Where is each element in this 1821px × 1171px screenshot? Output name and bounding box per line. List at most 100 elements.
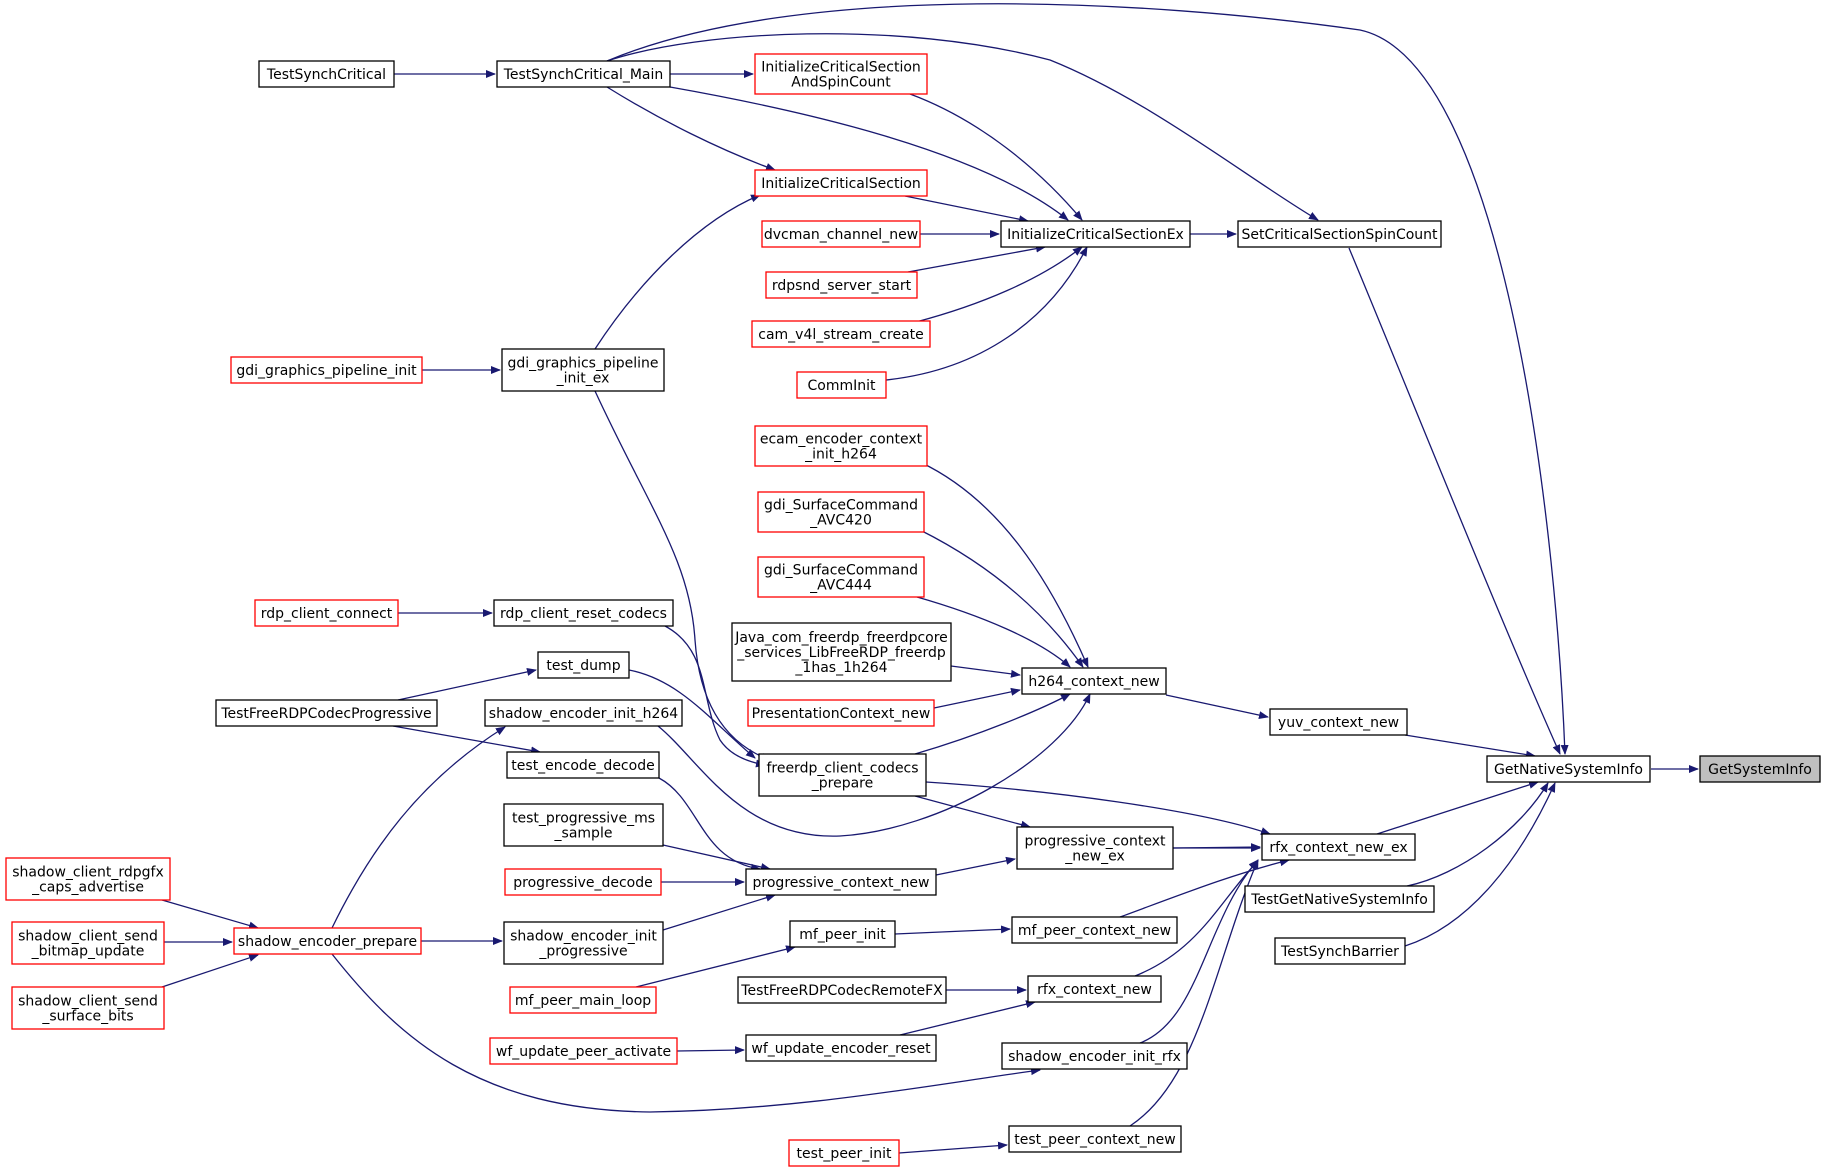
node-wf-update-encoder-reset[interactable]: wf_update_encoder_reset (745, 1034, 937, 1062)
node-testsynchcritical-main[interactable]: TestSynchCritical_Main (496, 60, 671, 88)
edge-rfx-ex-getnativesysteminfo (1376, 780, 1539, 835)
node-yuv-context-new[interactable]: yuv_context_new (1269, 708, 1408, 736)
node-box (506, 751, 660, 779)
node-testfreerdpcodecprogressive[interactable]: TestFreeRDPCodecProgressive (215, 699, 438, 727)
node-box (737, 976, 947, 1004)
node-testgetnativesysteminfo[interactable]: TestGetNativeSystemInfo (1244, 885, 1435, 913)
node-progressive-decode[interactable]: progressive_decode (504, 868, 662, 896)
node-label: _sample (554, 826, 613, 842)
edge-testfreerdp-progressive-test-dump (397, 668, 537, 701)
edge-mf-peer-main-loop-mf-peer-init (635, 945, 796, 988)
node-label: shadow_encoder_prepare (238, 934, 417, 950)
node-testfreerdpcodecremotefx[interactable]: TestFreeRDPCodecRemoteFX (737, 976, 947, 1004)
node-getnativesysteminfo[interactable]: GetNativeSystemInfo (1486, 755, 1651, 783)
node-rdpsnd-server-start[interactable]: rdpsnd_server_start (765, 271, 918, 299)
node-test-peer-context-new[interactable]: test_peer_context_new (1008, 1125, 1182, 1153)
edge-surface-bits-shadow-encoder-prepare (161, 954, 259, 988)
node-label: InitializeCriticalSectionEx (1007, 227, 1184, 243)
node-box (758, 753, 927, 797)
edge-ecam-h264 (919, 461, 1089, 668)
node-rdp-client-connect[interactable]: rdp_client_connect (254, 599, 399, 627)
node-label: TestGetNativeSystemInfo (1250, 892, 1428, 908)
node-gdi-surfacecommand-avc444[interactable]: gdi_SurfaceCommand_AVC444 (757, 556, 925, 598)
node-label: _new_ex (1064, 849, 1125, 865)
edge-test-encode-progressive-new (658, 777, 761, 872)
node-box (503, 803, 664, 847)
node-shadow-encoder-init-progressive[interactable]: shadow_encoder_init_progressive (503, 921, 664, 965)
node-box (757, 556, 925, 598)
node-shadow-encoder-init-rfx[interactable]: shadow_encoder_init_rfx (1001, 1042, 1188, 1070)
node-label: progressive_decode (513, 875, 653, 891)
node-gdi-graphics-pipeline-init[interactable]: gdi_graphics_pipeline_init (230, 356, 423, 384)
node-rfx-context-new[interactable]: rfx_context_new (1027, 975, 1162, 1003)
node-test-progressive-ms-sample[interactable]: test_progressive_ms_sample (503, 803, 664, 847)
node-shadow-client-send-bitmap-update[interactable]: shadow_client_send_bitmap_update (11, 921, 165, 965)
node-shadow-encoder-prepare[interactable]: shadow_encoder_prepare (233, 927, 422, 955)
edge-presentationcontext-h264 (933, 687, 1021, 709)
edge-h264-yuv (1165, 694, 1269, 720)
node-presentationcontext-new[interactable]: PresentationContext_new (747, 699, 935, 727)
edge-test-peer-init-test-peer-context (898, 1141, 1008, 1154)
node-label: TestFreeRDPCodecProgressive (220, 706, 431, 722)
node-label: shadow_encoder_init_h264 (489, 706, 678, 722)
node-label: _AVC444 (809, 578, 872, 594)
node-h264-context-new[interactable]: h264_context_new (1021, 667, 1167, 695)
node-label: GetSystemInfo (1708, 762, 1812, 778)
node-label: InitializeCriticalSection (761, 60, 921, 76)
node-box (11, 986, 165, 1030)
edge-setcriticalsectionspincount-getnativesysteminfo (1348, 247, 1561, 755)
node-label: test_peer_init (797, 1146, 892, 1162)
node-java-freerdp-has-h264[interactable]: Java_com_freerdp_freerdpcore_services_Li… (731, 622, 952, 682)
node-comminit[interactable]: CommInit (796, 371, 887, 399)
node-rdp-client-reset-codecs[interactable]: rdp_client_reset_codecs (493, 599, 674, 627)
node-mf-peer-context-new[interactable]: mf_peer_context_new (1011, 916, 1178, 944)
node-label: TestFreeRDPCodecRemoteFX (740, 983, 943, 999)
node-testsynchcritical[interactable]: TestSynchCritical (258, 60, 395, 88)
node-box (503, 921, 664, 965)
node-label: _bitmap_update (31, 944, 145, 960)
node-mf-peer-main-loop[interactable]: mf_peer_main_loop (509, 986, 657, 1014)
node-shadow-client-rdpgfx-caps-advertise[interactable]: shadow_client_rdpgfx_caps_advertise (5, 857, 171, 901)
node-progressive-context-new[interactable]: progressive_context_new (745, 868, 937, 896)
edge-gdi-pipeline-ex-initializecriticalsection (594, 194, 761, 350)
edge-rfx-context-rfx-ex (1134, 860, 1259, 977)
node-progressive-context-new-ex[interactable]: progressive_context_new_ex (1016, 826, 1174, 870)
edge-wf-update-peer-wf-update-encoder (676, 1046, 745, 1055)
node-label: _init_ex (556, 371, 610, 387)
node-label: wf_update_encoder_reset (751, 1041, 931, 1057)
node-test-peer-init[interactable]: test_peer_init (788, 1139, 900, 1167)
node-label: _prepare (811, 776, 873, 792)
node-shadow-client-send-surface-bits[interactable]: shadow_client_send_surface_bits (11, 986, 165, 1030)
node-box (496, 60, 671, 88)
edge-testsynchbarrier-getnativesysteminfo (1404, 782, 1556, 947)
node-initializecriticalsectionex[interactable]: InitializeCriticalSectionEx (1000, 220, 1191, 248)
node-mf-peer-init[interactable]: mf_peer_init (789, 920, 896, 948)
node-freerdp-client-codecs-prepare[interactable]: freerdp_client_codecs_prepare (758, 753, 927, 797)
node-rfx-context-new-ex[interactable]: rfx_context_new_ex (1261, 833, 1416, 861)
node-box (254, 599, 399, 627)
edge-shadow-init-h264-h264 (657, 693, 1091, 837)
node-label: gdi_SurfaceCommand (764, 563, 918, 579)
node-testsynchbarrier[interactable]: TestSynchBarrier (1274, 937, 1406, 965)
node-gdi-graphics-pipeline-init-ex[interactable]: gdi_graphics_pipeline_init_ex (501, 348, 665, 392)
edge-test-progressive-ms-progressive-new (662, 844, 771, 871)
edge-testgetnativesysteminfo-getnativesysteminfo (1406, 782, 1549, 887)
node-label: h264_context_new (1028, 674, 1159, 690)
node-cam-v4l-stream-create[interactable]: cam_v4l_stream_create (751, 320, 931, 348)
node-gdi-surfacecommand-avc420[interactable]: gdi_SurfaceCommand_AVC420 (757, 491, 925, 533)
node-label: test_progressive_ms (512, 811, 655, 827)
node-test-encode-decode[interactable]: test_encode_decode (506, 751, 660, 779)
node-label: progressive_context (1025, 834, 1167, 850)
node-label: CommInit (808, 378, 877, 394)
node-wf-update-peer-activate[interactable]: wf_update_peer_activate (489, 1037, 678, 1065)
node-initializecriticalsection[interactable]: InitializeCriticalSection (754, 169, 928, 197)
node-ecam-encoder-context-init-h264[interactable]: ecam_encoder_context_init_h264 (754, 425, 928, 467)
edge-testsynchcritical-main-initcritsecex (669, 86, 1069, 221)
node-test-dump[interactable]: test_dump (537, 651, 630, 679)
node-shadow-encoder-init-h264[interactable]: shadow_encoder_init_h264 (484, 699, 683, 727)
node-dvcman-channel-new[interactable]: dvcman_channel_new (761, 220, 921, 248)
node-setcriticalsectionspincount[interactable]: SetCriticalSectionSpinCount (1237, 220, 1442, 248)
node-box (796, 371, 887, 399)
